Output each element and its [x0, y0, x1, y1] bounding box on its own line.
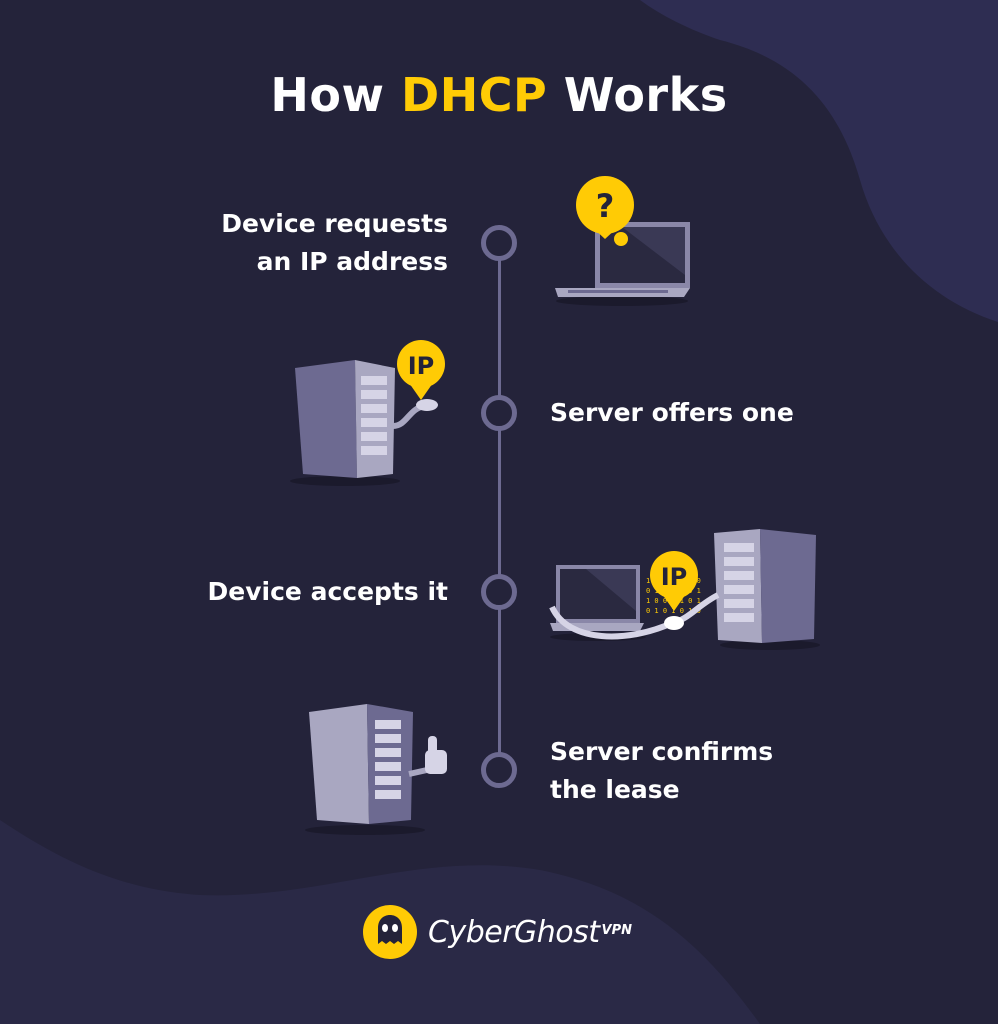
step-1-line-2: an IP address — [256, 247, 448, 276]
brand-logo: CyberGhost VPN — [362, 904, 632, 960]
handshake-icon — [664, 616, 684, 630]
step-3-text: Device accepts it — [150, 573, 448, 611]
timeline-dot-2 — [481, 395, 517, 431]
timeline-dot-4 — [481, 752, 517, 788]
laptop-question-illustration: ? — [555, 176, 690, 306]
step-4-text: Server confirms the lease — [550, 733, 850, 809]
ip-badge-text-1: IP — [408, 352, 435, 380]
brand-name: CyberGhost — [428, 914, 600, 950]
handshake-arm-left — [549, 605, 674, 640]
brand-suffix: VPN — [601, 922, 633, 938]
question-mark-text: ? — [596, 187, 615, 225]
server-offer-illustration: IP — [290, 340, 445, 486]
server-icon — [305, 704, 428, 835]
question-pin-icon: ? — [576, 176, 634, 246]
timeline-line — [498, 243, 501, 770]
step-4-line-2: the lease — [550, 775, 680, 804]
laptop-icon — [550, 565, 646, 641]
step-1-text: Device requests an IP address — [150, 205, 448, 281]
ip-pin-icon: IP — [397, 340, 445, 400]
step-2-line-1: Server offers one — [550, 398, 794, 427]
ghost-logo-icon — [363, 905, 417, 959]
ip-pin-icon: IP — [650, 551, 698, 611]
ip-badge-text-2: IP — [661, 563, 688, 591]
server-icon — [290, 360, 438, 486]
timeline-dot-1 — [481, 225, 517, 261]
timeline-dot-3 — [481, 574, 517, 610]
title-highlight: DHCP — [401, 68, 548, 122]
svg-text:0 1 0 1 0 1 0: 0 1 0 1 0 1 0 — [646, 607, 701, 615]
step-1-line-1: Device requests — [221, 209, 448, 238]
step-3-line-1: Device accepts it — [207, 577, 448, 606]
device-accepts-illustration: 1 0 1 0 1 1 0 0 1 1 0 1 0 1 1 0 0 1 1 0 … — [549, 529, 820, 650]
step-2-text: Server offers one — [550, 394, 850, 432]
server-icon — [714, 529, 820, 650]
step-4-line-1: Server confirms — [550, 737, 774, 766]
server-confirms-illustration — [305, 704, 447, 835]
page-title: How DHCP Works — [0, 68, 998, 122]
title-prefix: How — [270, 68, 385, 122]
thumbs-up-icon — [425, 736, 447, 774]
title-suffix: Works — [563, 68, 728, 122]
